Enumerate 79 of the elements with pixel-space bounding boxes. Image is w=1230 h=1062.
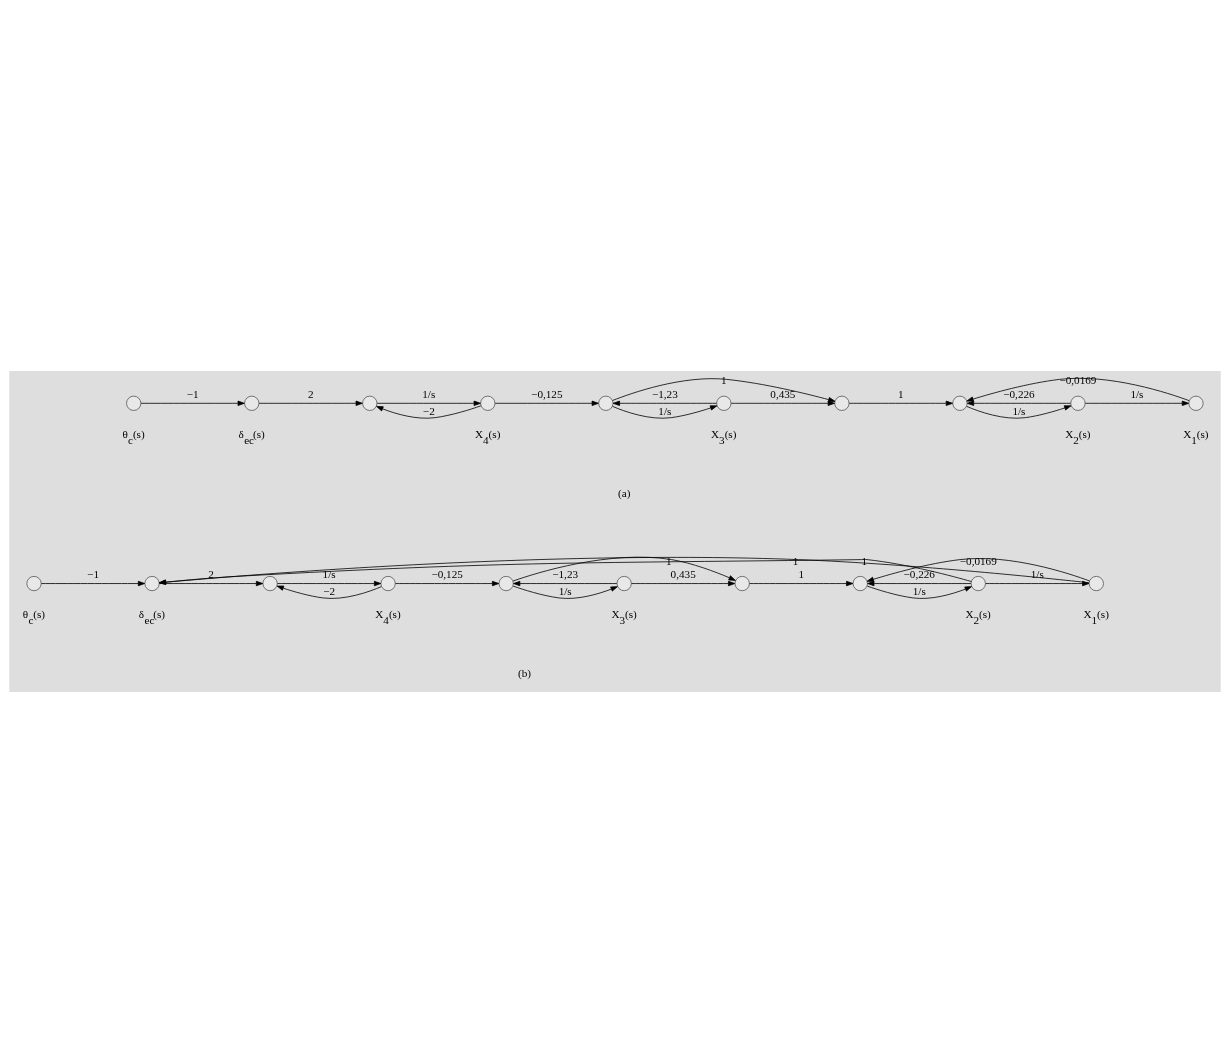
edge-label: −1 — [186, 387, 199, 400]
edge-label: 0,435 — [770, 387, 796, 400]
arrow — [512, 556, 736, 581]
node-circle — [598, 395, 614, 411]
arrow — [494, 400, 599, 406]
arrow — [159, 580, 264, 586]
arrow — [966, 377, 1190, 402]
arrow — [612, 400, 717, 406]
node-circle — [498, 575, 514, 591]
arrow — [966, 404, 1072, 419]
edge-label: 1/s — [658, 404, 672, 417]
edge-label: 1/s — [1030, 567, 1044, 580]
arrow — [866, 585, 972, 599]
node-circle — [480, 395, 496, 411]
node-circle — [970, 575, 986, 591]
edge-label: 1/s — [912, 584, 926, 597]
edge-label: 2 — [307, 387, 314, 400]
arrow — [612, 404, 718, 419]
edge-label: 1/s — [422, 387, 436, 400]
arrow — [749, 580, 854, 586]
label: (a) — [617, 486, 631, 499]
node-circle — [716, 395, 732, 411]
node-circle — [126, 395, 142, 411]
edge-label: 1 — [898, 387, 904, 400]
node-circle — [1088, 575, 1104, 591]
node-circle — [380, 575, 396, 591]
arrow — [612, 377, 836, 402]
arrow — [158, 558, 972, 585]
node-circle — [1070, 395, 1086, 411]
edge-label: 1/s — [558, 584, 572, 597]
node-circle — [144, 575, 160, 591]
edge-label: 1 — [798, 567, 805, 580]
arrow — [867, 580, 972, 586]
arrow — [277, 580, 382, 586]
arrow — [395, 580, 500, 586]
edge-label: −2 — [323, 584, 336, 597]
node-circle — [834, 395, 850, 411]
edge-label: 0,435 — [670, 567, 696, 580]
node-circle — [362, 395, 378, 411]
arrow — [1084, 400, 1189, 406]
arrow — [866, 557, 1090, 582]
arrow — [985, 580, 1090, 586]
edge-label: 1 — [666, 554, 672, 567]
arrow — [513, 580, 618, 586]
node-circle — [952, 395, 968, 411]
arrow — [376, 400, 481, 406]
node-circle — [1188, 395, 1204, 411]
edge-label: 2 — [208, 567, 214, 580]
arrow — [276, 585, 382, 599]
edge-label: −2 — [422, 404, 435, 417]
edge-label: 1 — [792, 554, 799, 567]
arrow — [159, 556, 1090, 585]
arrow — [730, 400, 835, 406]
edge-label: −0,226 — [903, 567, 935, 580]
arrow — [140, 400, 245, 406]
edge-label: 1 — [721, 373, 727, 386]
node-circle — [616, 575, 632, 591]
label: (b) — [517, 666, 531, 679]
arrow — [376, 404, 482, 419]
node-circle — [262, 575, 278, 591]
edge-label: −1,23 — [651, 387, 678, 400]
edge-label: −0,226 — [1003, 387, 1035, 400]
node-circle — [244, 395, 260, 411]
edge-label: −0,125 — [431, 567, 463, 580]
edge-label: −1,23 — [552, 567, 579, 580]
edge-label: 1 — [861, 554, 868, 567]
edge-label: −0,125 — [531, 387, 563, 400]
node-circle — [852, 575, 868, 591]
edge-label: −1 — [87, 567, 99, 580]
arrow — [41, 580, 146, 586]
edge-label: 1/s — [1012, 404, 1026, 417]
edge-label: 1/s — [1130, 387, 1144, 400]
arrow — [631, 580, 736, 586]
arrow — [258, 400, 363, 406]
arrow — [966, 400, 1071, 406]
node-circle — [734, 575, 750, 591]
arrow — [512, 585, 618, 599]
arrow — [848, 400, 953, 406]
node-circle — [26, 575, 42, 591]
